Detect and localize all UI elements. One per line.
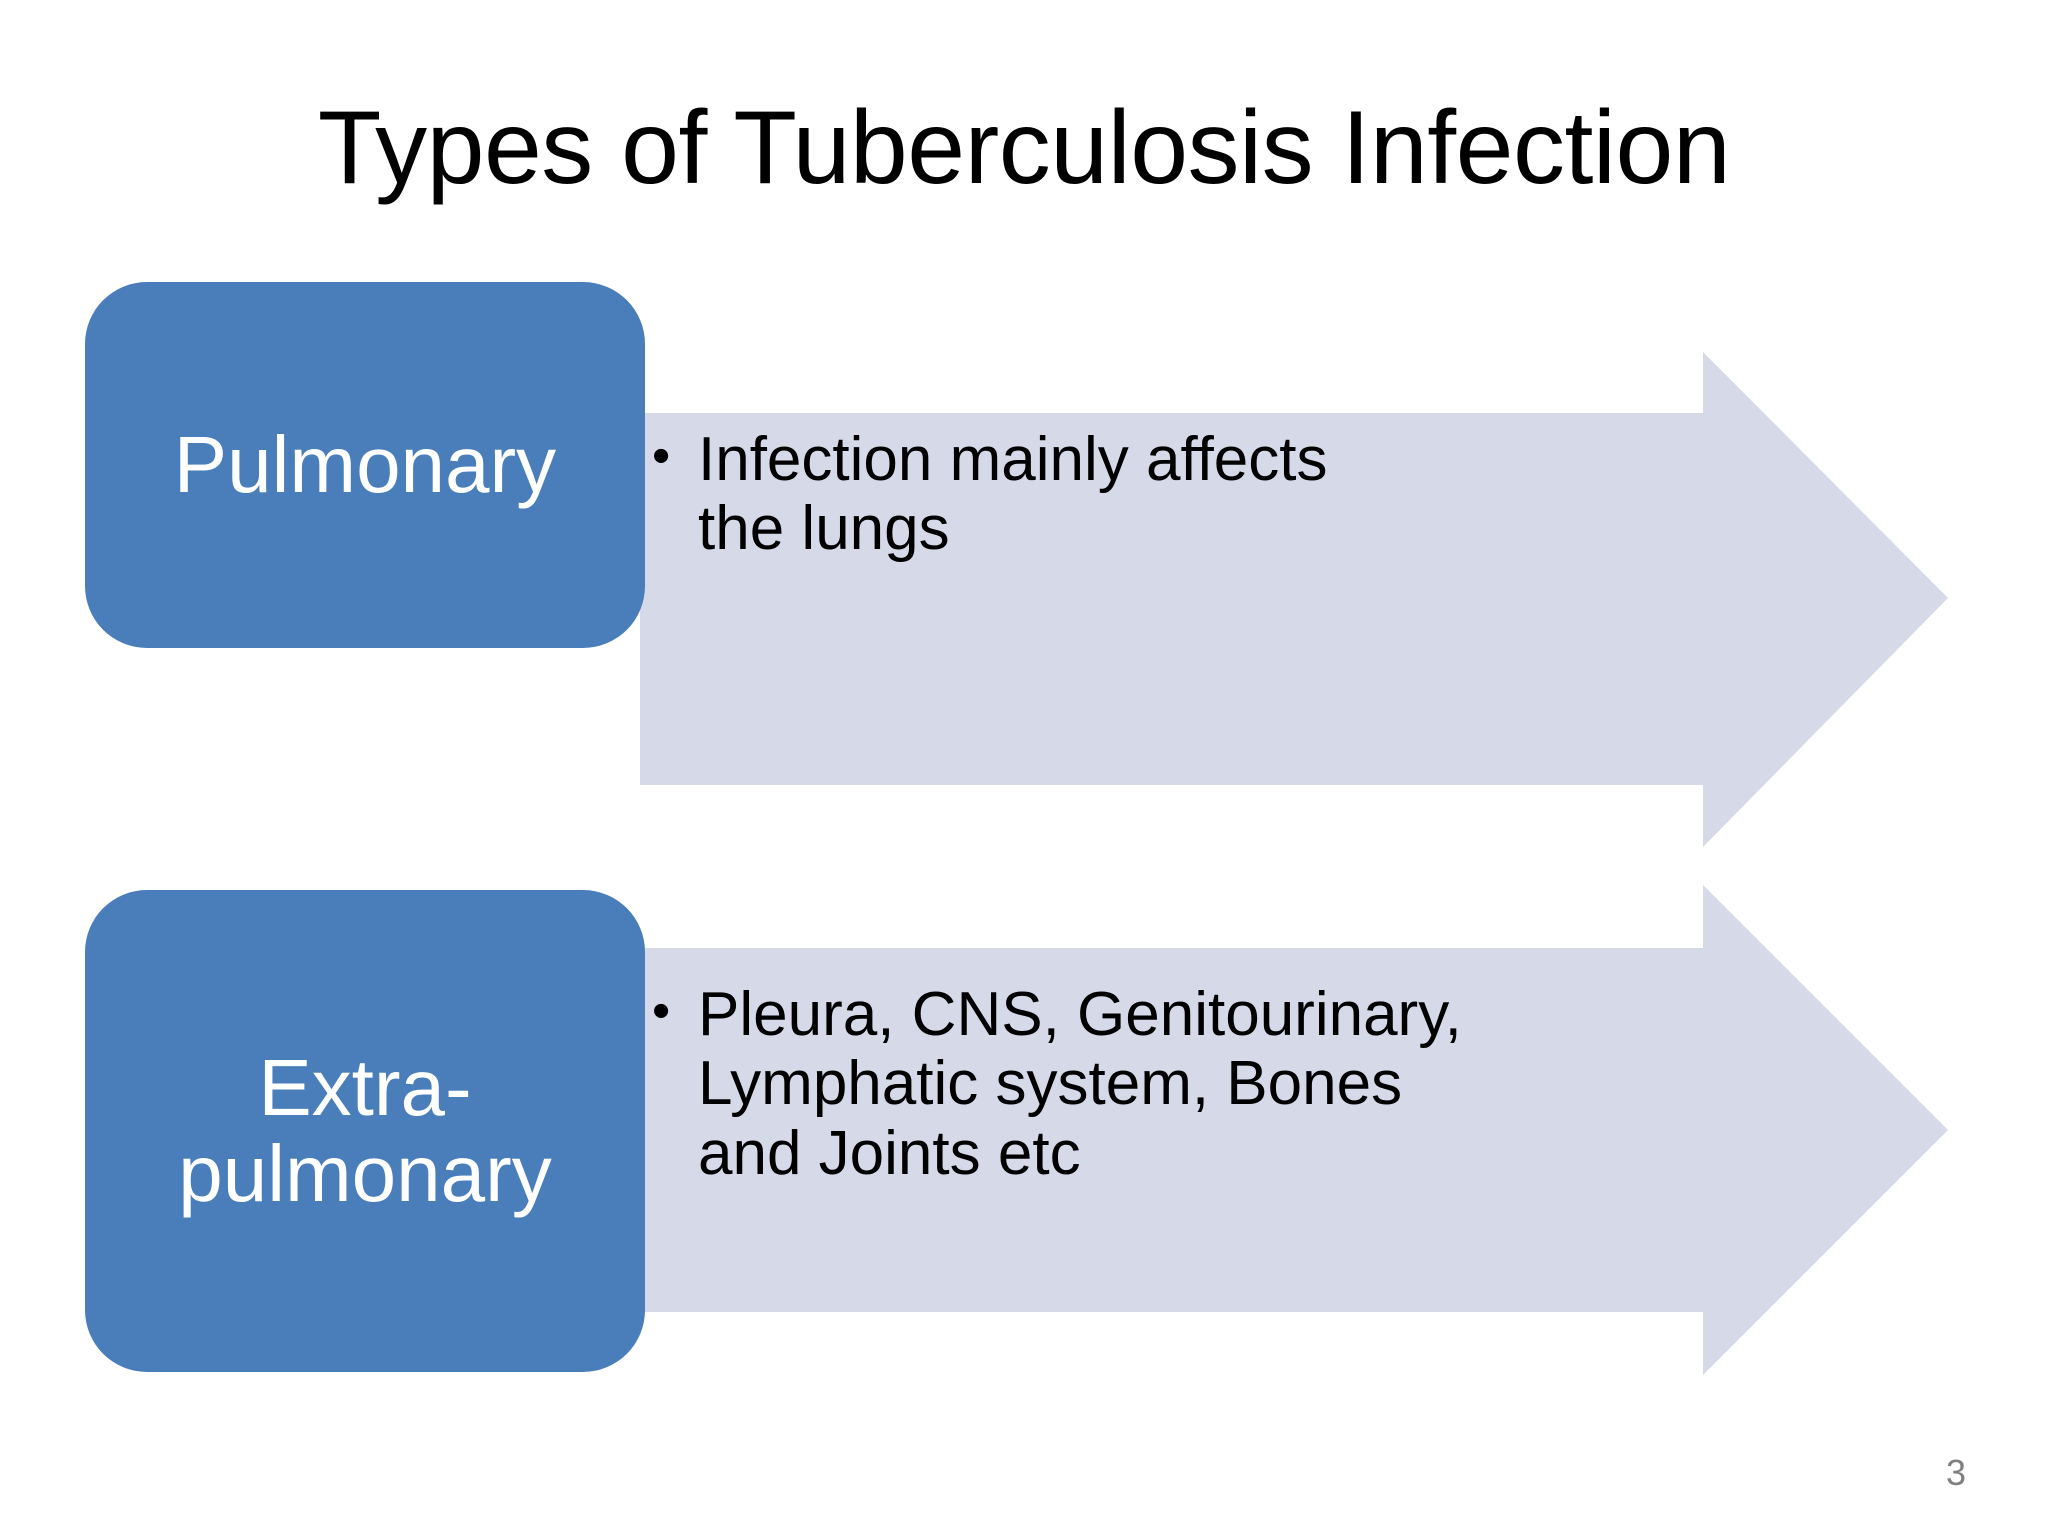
bullet-text: Infection mainly affects the lungs — [698, 425, 1328, 564]
page-number: 3 — [1945, 1452, 1966, 1493]
bullet-point-icon: • — [652, 427, 671, 485]
diagram-row-extrapulmonary: Extra-pulmonary • Pleura, CNS, Genitouri… — [0, 872, 2048, 1392]
category-box-extrapulmonary[interactable]: Extra-pulmonary — [85, 890, 645, 1372]
right-arrow-shape — [640, 352, 1948, 847]
category-label: Extra-pulmonary — [178, 1042, 552, 1218]
list-item: • Infection mainly affects the lungs — [652, 425, 1412, 564]
category-box-pulmonary[interactable]: Pulmonary — [85, 282, 645, 648]
right-arrow-shape — [640, 885, 1948, 1375]
list-item: • Pleura, CNS, Genitourinary, Lymphatic … — [652, 980, 1512, 1188]
diagram-row-pulmonary: Pulmonary • Infection mainly affects the… — [0, 268, 2048, 868]
bullet-list: • Pleura, CNS, Genitourinary, Lymphatic … — [652, 980, 1512, 1188]
category-label: Pulmonary — [173, 419, 557, 509]
page-title: Types of Tuberculosis Infection — [317, 90, 1731, 206]
bullet-text: Pleura, CNS, Genitourinary, Lymphatic sy… — [698, 980, 1462, 1188]
bullet-list: • Infection mainly affects the lungs — [652, 425, 1412, 564]
bullet-point-icon: • — [652, 982, 671, 1040]
